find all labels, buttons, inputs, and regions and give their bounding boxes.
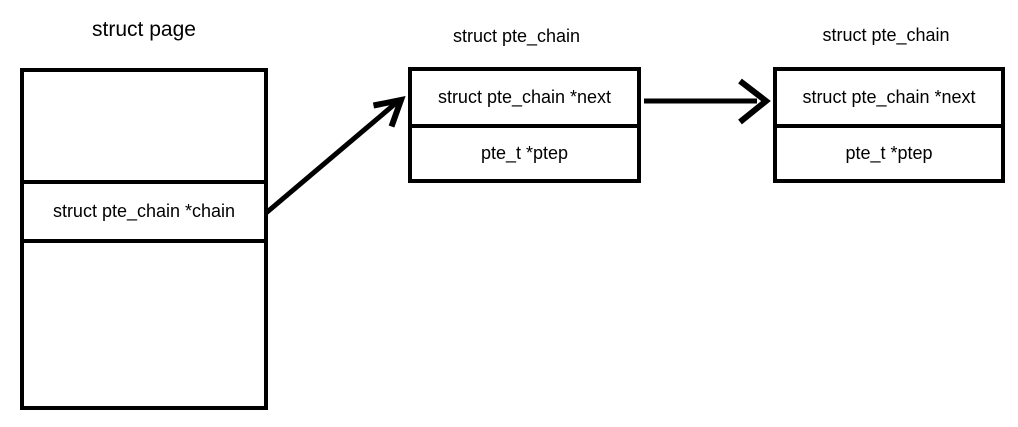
chain-pointer-arrow: [264, 96, 406, 215]
next-pointer-arrow: [644, 78, 771, 125]
pte-chain-node-1-title: struct pte_chain: [452, 26, 581, 46]
pte-chain-node-2-title: struct pte_chain: [822, 25, 950, 45]
page-node-box: struct pte_chain *chain: [20, 68, 268, 410]
pte-chain-1-ptep-field: pte_t *ptep: [480, 143, 569, 163]
pte-chain-2-next-field: struct pte_chain *next: [777, 71, 1001, 128]
pte-chain-1-next-field: struct pte_chain *next: [412, 71, 637, 128]
page-empty-cell-bottom: [24, 243, 264, 406]
chain-pointer-arrowhead-icon: [372, 96, 406, 128]
page-node-title: struct page: [92, 18, 196, 41]
page-empty-cell-top: [24, 72, 264, 180]
pte-chain-2-ptep-field: pte_t *ptep: [845, 143, 933, 163]
next-pointer-arrowhead-icon: [738, 78, 771, 125]
chain-pointer-arrow-shaft: [264, 101, 398, 215]
pte-chain-node-2-box: struct pte_chain *next pte_t *ptep: [773, 67, 1005, 183]
page-chain-field: struct pte_chain *chain: [24, 180, 264, 243]
pte-chain-node-1-box: struct pte_chain *next pte_t *ptep: [408, 67, 641, 183]
